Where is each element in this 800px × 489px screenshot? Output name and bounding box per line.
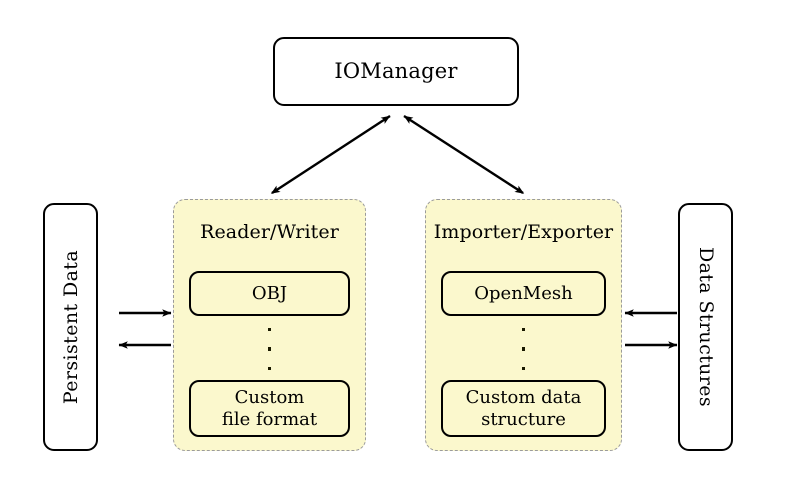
node-persistent-data: Persistent Data (43, 203, 98, 451)
arrow-manager-reader-writer (270, 114, 391, 195)
panel-reader-writer: Reader/Writer OBJ Custom file format (173, 199, 366, 451)
panel-importer-exporter: Importer/Exporter OpenMesh Custom data s… (425, 199, 622, 451)
node-io-manager: IOManager (273, 37, 519, 106)
panel-reader-writer-title: Reader/Writer (200, 221, 339, 243)
node-custom-data-structure: Custom data structure (441, 380, 606, 437)
node-custom-data-structure-label-line1: Custom data (465, 386, 582, 408)
vertical-ellipsis-icon (174, 328, 365, 370)
io-manager-label: IOManager (334, 59, 458, 84)
node-data-structures: Data Structures (678, 203, 733, 451)
panel-importer-exporter-title: Importer/Exporter (433, 221, 614, 243)
node-obj-label: OBJ (251, 282, 288, 304)
arrow-manager-importer-exporter (403, 114, 525, 195)
node-openmesh-label: OpenMesh (474, 282, 573, 304)
node-custom-file-format: Custom file format (189, 380, 350, 437)
node-obj: OBJ (189, 271, 350, 316)
data-structures-label: Data Structures (694, 246, 717, 408)
node-custom-file-format-label-line2: file format (221, 408, 318, 430)
node-custom-file-format-label-line1: Custom (234, 386, 305, 408)
vertical-ellipsis-icon (426, 328, 621, 370)
node-custom-data-structure-label-line2: structure (481, 408, 566, 430)
node-openmesh: OpenMesh (441, 271, 606, 316)
persistent-data-label: Persistent Data (59, 249, 82, 405)
